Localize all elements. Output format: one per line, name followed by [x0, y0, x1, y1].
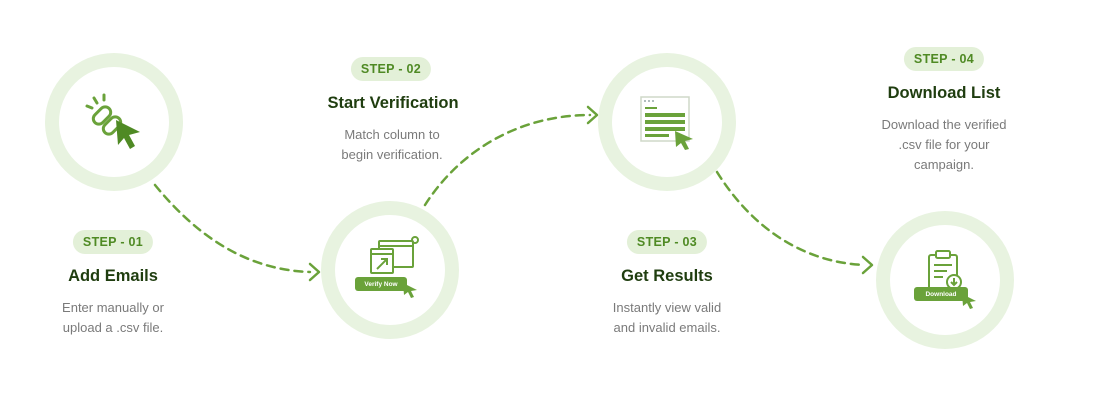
step-2-desc-line: begin verification.: [341, 147, 443, 162]
download-button: Download: [914, 287, 968, 301]
step-1-badge: STEP - 01: [72, 230, 154, 254]
step-2-circle: Verify Now: [321, 201, 459, 339]
step-2-badge: STEP - 02: [350, 57, 432, 81]
results-list-icon: [640, 96, 693, 150]
connector-1-2: [153, 183, 312, 274]
step-1-desc-line: Enter manually or: [62, 300, 164, 315]
connector-3-4: [715, 170, 866, 267]
step-2-description: Match column to begin verification.: [302, 125, 482, 165]
step-1-description: Enter manually or upload a .csv file.: [23, 298, 203, 338]
cursor-icon: [403, 283, 417, 298]
step-3-desc-line: and invalid emails.: [613, 320, 721, 335]
step-1-desc-line: upload a .csv file.: [62, 320, 164, 335]
step-2-desc-line: Match column to: [344, 127, 440, 142]
step-3-circle: [598, 53, 736, 191]
step-4-circle: Download: [876, 211, 1014, 349]
step-1-title: Add Emails: [68, 267, 158, 285]
step-3-description: Instantly view valid and invalid emails.: [577, 298, 757, 338]
clipboard-download-icon: [928, 250, 962, 290]
step-4-desc-line: .csv file for your: [898, 137, 990, 152]
link-cursor-icon: [85, 93, 140, 149]
step-4-title: Download List: [887, 84, 1001, 102]
step-4-desc-line: campaign.: [914, 157, 974, 172]
step-4-description: Download the verified .csv file for your…: [854, 115, 1034, 175]
step-3-badge: STEP - 03: [626, 230, 708, 254]
arrowhead-2: [586, 105, 599, 125]
connector-2-3: [423, 113, 592, 207]
cursor-icon: [962, 294, 976, 309]
step-4-desc-line: Download the verified: [881, 117, 1007, 132]
step-4-badge: STEP - 04: [903, 47, 985, 71]
step-1-circle: [45, 53, 183, 191]
step-3-desc-line: Instantly view valid: [612, 300, 722, 315]
verify-now-button: Verify Now: [355, 277, 407, 291]
step-2-title: Start Verification: [327, 94, 459, 112]
arrowhead-3: [861, 255, 874, 275]
step-3-title: Get Results: [621, 267, 713, 285]
window-verify-icon: [370, 236, 419, 274]
arrowhead-1: [308, 262, 321, 282]
